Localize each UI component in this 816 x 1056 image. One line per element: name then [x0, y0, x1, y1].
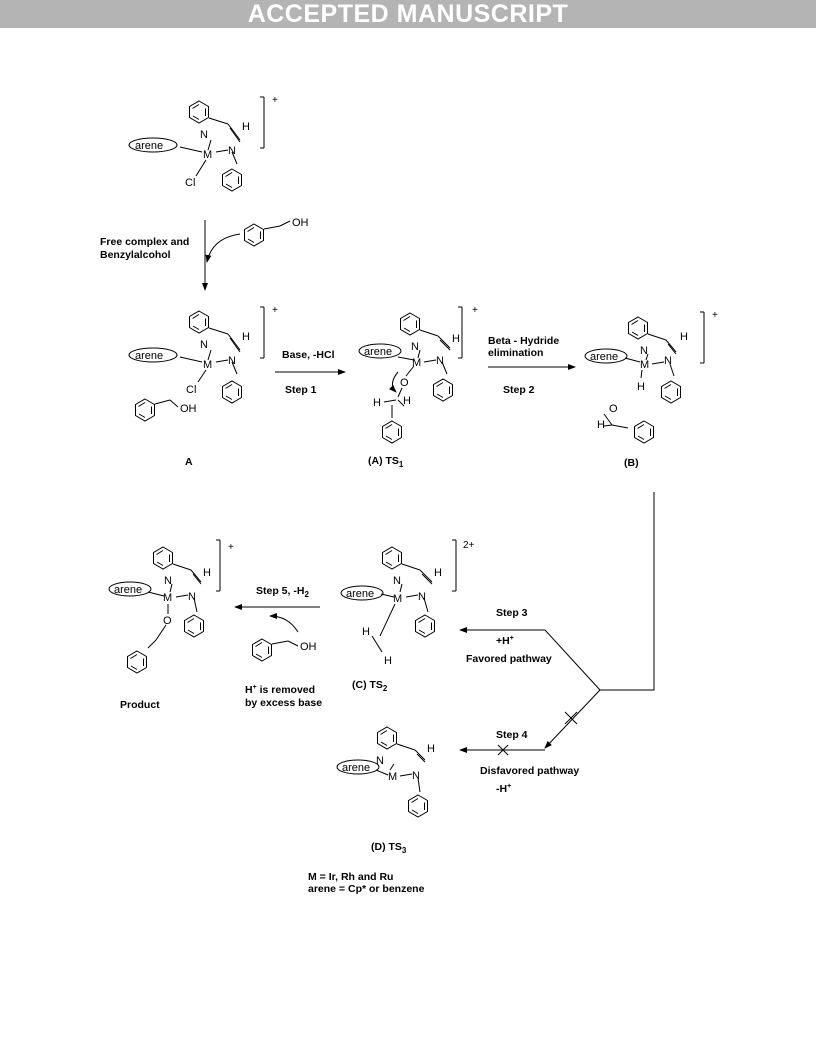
atom-N: N	[411, 341, 419, 353]
condition-benzylalcohol: Benzylalcohol	[100, 249, 171, 261]
atom-O: O	[609, 403, 618, 415]
arene-label: arene	[364, 346, 392, 358]
atom-H: H	[242, 331, 250, 343]
branch-up	[544, 629, 601, 691]
arene-label: arene	[346, 588, 374, 600]
atom-OH: OH	[292, 217, 309, 229]
arene-label: arene	[135, 350, 163, 362]
atom-Cl: Cl	[186, 384, 196, 396]
atom-H: H	[242, 121, 250, 133]
condition-favored: Favored pathway	[466, 653, 552, 665]
transition-state-TS2	[340, 539, 457, 653]
atom-N: N	[664, 355, 672, 367]
condition-base: Base, -HCl	[282, 349, 335, 361]
atom-M: M	[388, 771, 397, 783]
condition-step2: Step 2	[503, 384, 535, 396]
atom-H: H	[384, 655, 392, 667]
atom-N: N	[436, 355, 444, 367]
atom-N: N	[188, 591, 196, 603]
atom-M: M	[412, 357, 421, 369]
caption-TS2: (C) TS2	[352, 679, 388, 693]
product-complex	[108, 539, 221, 674]
charge-plus: +	[712, 310, 718, 321]
atom-M: M	[640, 359, 649, 371]
atom-N: N	[228, 355, 236, 367]
banner-text: ACCEPTED MANUSCRIPT	[247, 0, 569, 28]
pathway-line	[600, 492, 655, 691]
atom-N: N	[393, 575, 401, 587]
transition-state-TS3	[336, 726, 428, 818]
transition-state-TS1	[358, 306, 463, 444]
charge-plus: +	[272, 95, 278, 106]
atom-H: H	[403, 395, 411, 407]
atom-M: M	[203, 359, 212, 371]
atom-N: N	[412, 770, 420, 782]
atom-H: H	[203, 567, 211, 579]
atom-H: H	[373, 397, 381, 409]
condition-step1: Step 1	[285, 384, 317, 396]
atom-O: O	[400, 377, 409, 389]
curved-arrow	[205, 233, 241, 263]
atom-H: H	[434, 567, 442, 579]
charge-plus: +	[228, 542, 234, 553]
atom-N: N	[418, 591, 426, 603]
atom-N: N	[200, 339, 208, 351]
atom-Cl: Cl	[185, 177, 195, 189]
atom-H: H	[680, 331, 688, 343]
condition-disfavored: Disfavored pathway	[480, 765, 579, 777]
legend-metal: M = Ir, Rh and Ru	[308, 871, 393, 883]
arene-label: arene	[114, 584, 142, 596]
atom-M: M	[163, 592, 172, 604]
condition-free-complex: Free complex and	[100, 236, 189, 248]
starting-complex	[128, 96, 265, 192]
charge-2plus: 2+	[463, 540, 475, 551]
condition-elimination: elimination	[488, 347, 543, 359]
atom-OH: OH	[180, 403, 197, 415]
charge-plus: +	[272, 305, 278, 316]
arene-label: arene	[590, 351, 618, 363]
atom-H: H	[427, 743, 435, 755]
condition-beta-hydride: Beta - Hydride	[488, 335, 559, 347]
condition-step4: Step 4	[496, 729, 528, 741]
complex-A	[128, 306, 265, 422]
atom-H: H	[362, 626, 370, 638]
atom-M: M	[203, 149, 212, 161]
arene-label: arene	[342, 762, 370, 774]
atom-N: N	[640, 345, 648, 357]
arene-label: arene	[135, 140, 163, 152]
atom-O: O	[163, 615, 172, 627]
caption-product: Product	[120, 699, 160, 711]
condition-h-removed: H+ is removed	[245, 684, 315, 696]
condition-minus-h: -H+	[496, 783, 511, 795]
atom-H: H	[452, 333, 460, 345]
atom-OH: OH	[300, 641, 317, 653]
charge-plus: +	[472, 305, 478, 316]
atom-N: N	[200, 129, 208, 141]
caption-TS1: (A) TS1	[368, 455, 404, 469]
caption-TS3: (D) TS3	[371, 841, 407, 855]
atom-N: N	[376, 755, 384, 767]
atom-H: H	[597, 419, 605, 431]
condition-step5: Step 5, -H2	[256, 585, 309, 599]
accepted-manuscript-banner: ACCEPTED MANUSCRIPT	[0, 0, 816, 28]
atom-N: N	[228, 145, 236, 157]
condition-excess-base: by excess base	[245, 697, 322, 709]
atom-H: H	[637, 381, 645, 393]
curved-arrow	[269, 613, 299, 633]
caption-B: (B)	[624, 457, 639, 469]
condition-step3: Step 3	[496, 607, 528, 619]
atom-M: M	[393, 593, 402, 605]
caption-A: A	[185, 456, 193, 468]
condition-plus-h: +H+	[496, 635, 514, 647]
legend-arene: arene = Cp* or benzene	[308, 883, 425, 895]
atom-N: N	[164, 575, 172, 587]
complex-B	[584, 311, 705, 444]
